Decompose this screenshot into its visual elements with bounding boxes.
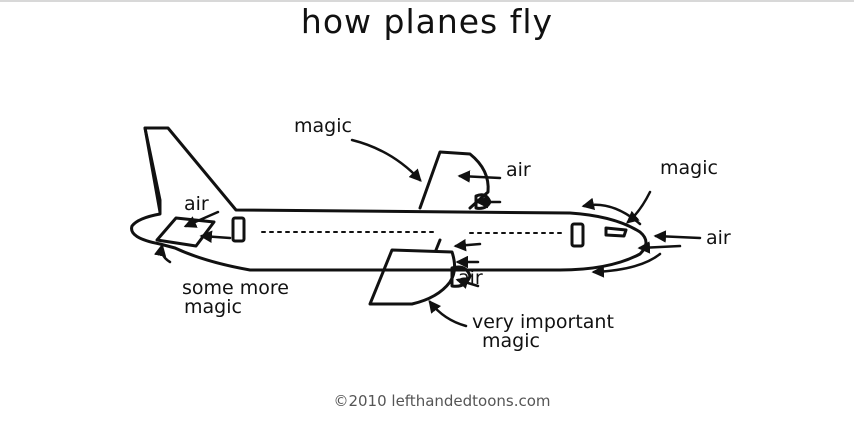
label-air-engine: air <box>458 267 483 289</box>
top-border <box>0 0 854 2</box>
rear-door <box>231 216 246 243</box>
label-magic-top: magic <box>294 115 352 137</box>
wing-root <box>434 238 442 252</box>
comic-title: how planes fly <box>300 2 554 41</box>
front-door <box>570 222 585 248</box>
label-air-top: air <box>506 159 531 181</box>
fuselage <box>130 126 648 272</box>
air-arrows <box>153 138 702 328</box>
lower-wing <box>368 248 457 306</box>
label-some-more-line2: magic <box>184 296 242 318</box>
cockpit-window <box>604 226 628 238</box>
window-row <box>261 231 562 234</box>
label-very-important-line2: magic <box>482 330 540 352</box>
label-magic-nose: magic <box>660 157 718 179</box>
label-air-tail: air <box>184 193 209 215</box>
tail-fin <box>143 126 162 214</box>
label-very-important-line1: very important <box>472 311 614 333</box>
label-some-more-line1: some more <box>182 277 289 299</box>
upper-wing <box>418 150 490 210</box>
copyright-footer: ©2010 lefthandedtoons.com <box>333 392 551 410</box>
tail-stabilizer <box>155 216 216 248</box>
label-air-nose: air <box>706 227 731 249</box>
